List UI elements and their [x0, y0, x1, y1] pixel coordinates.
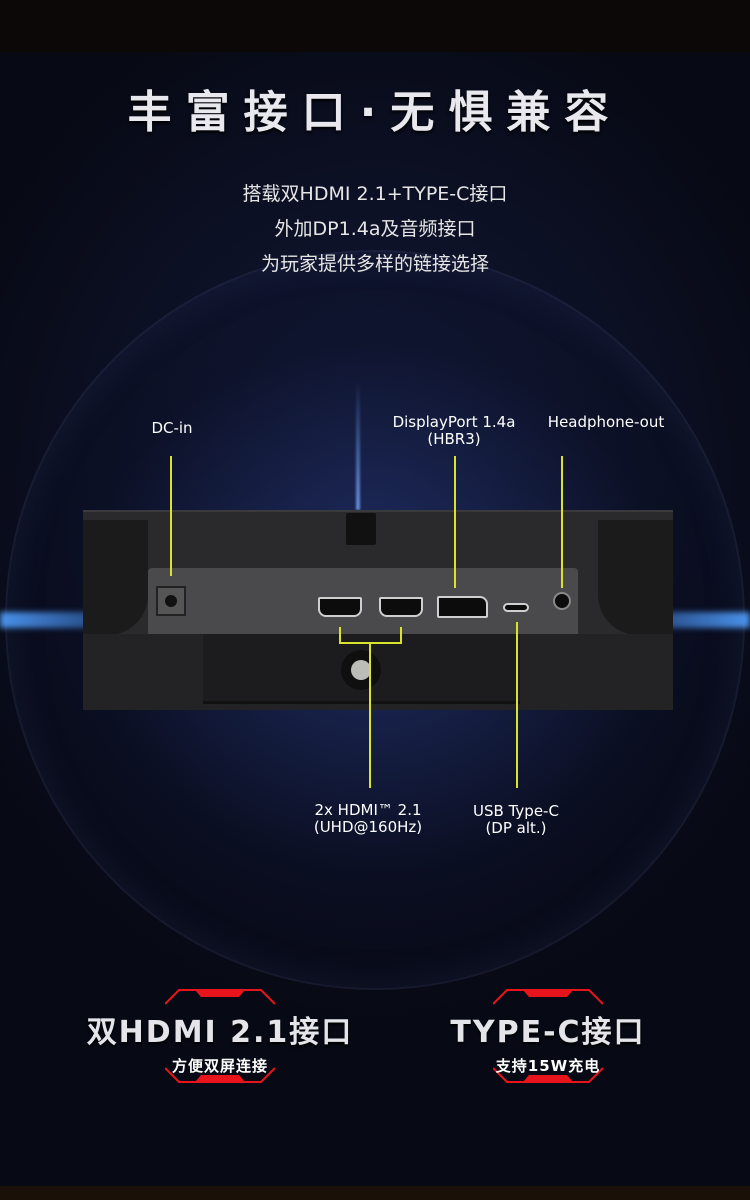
badge-title: TYPE-C接口: [450, 1015, 646, 1050]
hexagon-frame-icon: [165, 989, 275, 1083]
label-headphone: Headphone-out: [547, 413, 665, 431]
callout-line-usbc: [516, 622, 518, 788]
subtitle-line-3: 为玩家提供多样的链接选择: [260, 253, 489, 275]
hdmi-port-2: [379, 597, 423, 617]
label-displayport-line2: (HBR3): [427, 430, 481, 448]
top-bar: [0, 0, 750, 52]
displayport-port: [437, 596, 488, 618]
hexagon-frame-icon: [493, 989, 603, 1083]
stand-screw: [341, 650, 381, 690]
callout-line-dc-in: [170, 456, 172, 576]
label-displayport: DisplayPort 1.4a(HBR3): [393, 414, 516, 448]
dc-in-port: [156, 586, 186, 616]
port-panel: [148, 568, 578, 634]
badge-subtitle: 方便双屏连接: [171, 1057, 268, 1075]
callout-line-hdmi: [369, 643, 371, 788]
callout-line-displayport: [454, 456, 456, 588]
badge-subtitle: 支持15W充电: [495, 1057, 601, 1075]
label-hdmi-line1: 2x HDMI™ 2.1: [314, 801, 422, 819]
cable-clip: [346, 513, 376, 545]
headphone-jack: [553, 592, 571, 610]
usb-c-port: [503, 603, 529, 612]
bottom-bar: [0, 1186, 750, 1200]
label-hdmi-line2: (UHD@160Hz): [313, 818, 423, 836]
callout-line-hdmi-right: [400, 627, 402, 644]
badge-typec: TYPE-C接口 支持15W充电: [398, 988, 698, 1083]
label-dc-in: DC-in: [151, 419, 193, 437]
label-hdmi: 2x HDMI™ 2.1(UHD@160Hz): [314, 802, 422, 836]
stand-mount: [203, 634, 520, 704]
hdmi-port-1: [318, 597, 362, 617]
badge-title: 双HDMI 2.1接口: [86, 1015, 354, 1050]
callout-line-headphone: [561, 456, 563, 588]
page-title: 丰富接口·无惧兼容: [127, 87, 623, 138]
label-usbc: USB Type-C(DP alt.): [473, 803, 559, 837]
label-usbc-line1: USB Type-C: [473, 802, 559, 820]
callout-line-hdmi-left: [339, 627, 341, 644]
light-beam: [356, 380, 360, 510]
label-usbc-line2: (DP alt.): [485, 819, 547, 837]
subtitle-line-1: 搭载双HDMI 2.1+TYPE-C接口: [242, 183, 508, 205]
badge-hdmi: 双HDMI 2.1接口 方便双屏连接: [70, 988, 370, 1083]
label-displayport-line1: DisplayPort 1.4a: [392, 413, 516, 431]
subtitle-line-2: 外加DP1.4a及音频接口: [274, 218, 476, 240]
